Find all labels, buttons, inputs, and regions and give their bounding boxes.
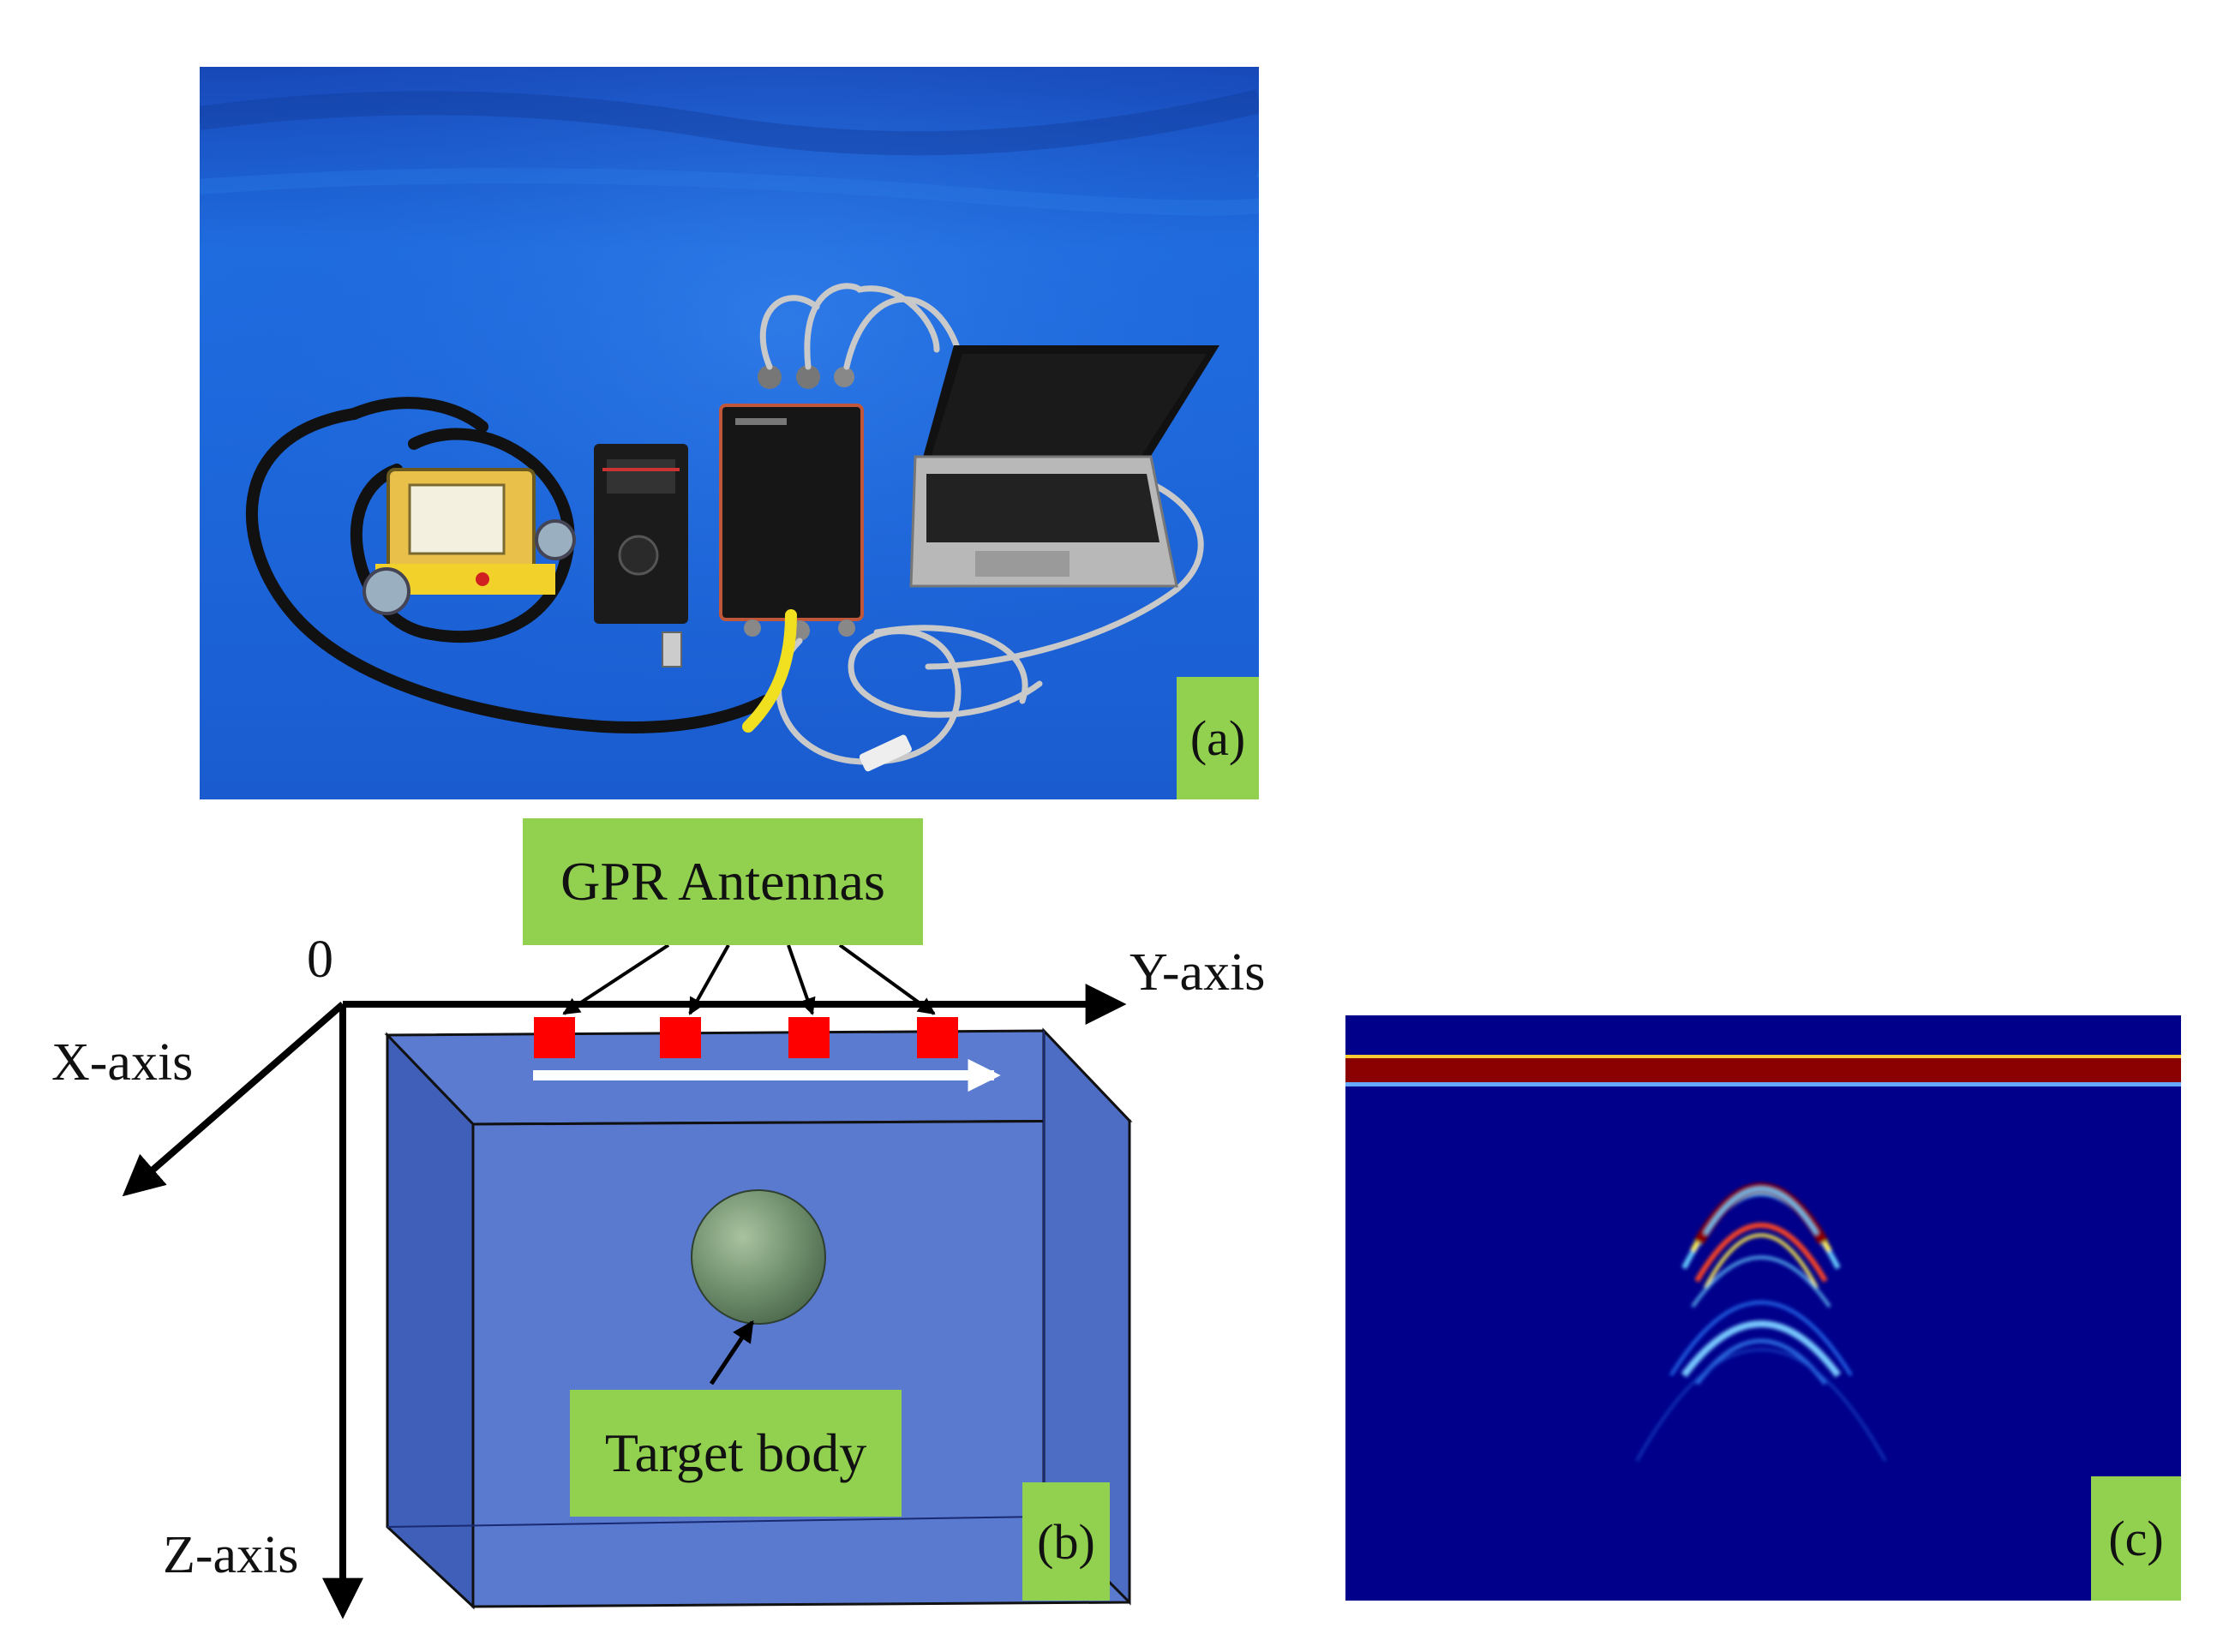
panel-label-c: (c) <box>2091 1476 2181 1601</box>
antenna-2 <box>660 1017 701 1058</box>
panel-label-b: (b) <box>1022 1482 1110 1601</box>
grey-cable <box>759 283 1204 765</box>
direct-wave-band <box>1345 1055 2181 1060</box>
target-pointer <box>709 1320 755 1386</box>
box-hidden-edge <box>386 1516 1045 1528</box>
black-cable <box>246 397 771 733</box>
target-label-box: Target body <box>570 1390 902 1517</box>
target-label: Target body <box>604 1422 867 1483</box>
radargram <box>1345 1015 2181 1601</box>
antennas-label-box: GPR Antennas <box>523 818 923 945</box>
equipment-photo <box>200 67 1259 799</box>
target-sphere <box>691 1189 826 1325</box>
antenna-1 <box>534 1017 575 1058</box>
antenna-pointer-4 <box>838 943 936 1015</box>
antenna-3 <box>788 1017 830 1058</box>
origin-label: 0 <box>307 931 333 989</box>
panel-label-a: (a) <box>1177 677 1259 799</box>
battery-pack <box>594 444 688 624</box>
box-left-face <box>386 1032 475 1610</box>
panel-a: (a) <box>200 67 1259 799</box>
antennas-label: GPR Antennas <box>560 851 885 912</box>
x-axis-label: X-axis <box>51 1033 194 1092</box>
target-hyperbola <box>1635 1182 1887 1462</box>
y-axis-label: Y-axis <box>1129 943 1266 1002</box>
z-axis-label: Z-axis <box>163 1526 299 1584</box>
panel-c: (c) <box>1345 1015 2181 1601</box>
antenna-pointer-1 <box>562 943 670 1015</box>
connector <box>662 631 682 667</box>
yellow-cable <box>742 609 797 733</box>
antenna-4 <box>917 1017 958 1058</box>
usb-dongle <box>859 734 912 772</box>
laptop <box>909 345 1219 588</box>
antenna-pointer-3 <box>787 944 816 1015</box>
control-unit <box>719 365 864 641</box>
antenna-cart <box>363 468 576 615</box>
antenna-pointer-2 <box>688 944 730 1015</box>
x-axis-arrow <box>122 1001 345 1197</box>
